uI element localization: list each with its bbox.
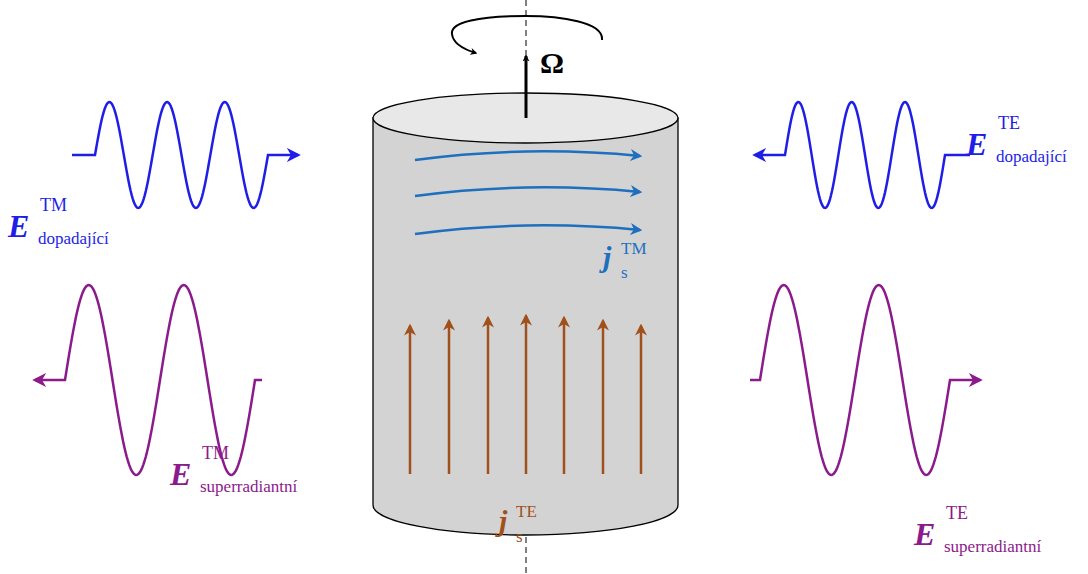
electromagnetic-wave	[750, 285, 980, 475]
surface-current-arrow	[563, 318, 566, 474]
rotation-axis	[526, 0, 527, 118]
omega-symbol: Ω	[540, 48, 564, 78]
surface-current-arrow	[640, 326, 643, 474]
surface-current-arrow	[525, 316, 528, 474]
superscript: TM	[40, 196, 67, 214]
surface-current-arrows	[410, 316, 641, 474]
field-symbol: E	[966, 128, 987, 160]
electromagnetic-wave	[72, 102, 298, 208]
subscript: s	[516, 528, 523, 545]
superscript: TE	[516, 503, 537, 520]
surface-current-arrow	[602, 321, 605, 474]
current-symbol: j	[603, 242, 611, 272]
surface-current-arrow	[415, 187, 640, 196]
waves	[35, 102, 980, 475]
rotation-arrow	[452, 16, 602, 53]
subscript: dopadající	[38, 230, 109, 247]
subscript: superradiantní	[200, 478, 297, 495]
surface-current-arrow	[448, 321, 451, 474]
electromagnetic-wave	[755, 102, 970, 208]
subscript: superradiantní	[944, 538, 1041, 555]
subscript: s	[621, 264, 628, 281]
cylinder-body	[373, 118, 678, 535]
surface-current-arrow	[487, 318, 490, 474]
angular-velocity-arrow	[525, 56, 528, 118]
superscript: TE	[998, 114, 1020, 132]
electromagnetic-wave	[35, 285, 262, 475]
surface-current-arrow	[415, 151, 640, 160]
field-symbol: E	[8, 210, 29, 242]
surface-current-arrow	[415, 225, 640, 234]
subscript: dopadající	[996, 148, 1067, 165]
current-symbol: j	[499, 506, 507, 536]
superscript: TM	[621, 240, 647, 257]
field-symbol: E	[914, 518, 935, 550]
rotation-axis	[526, 537, 527, 574]
superscript: TE	[946, 504, 968, 522]
surface-current-arrow	[409, 326, 412, 474]
field-symbol: E	[170, 458, 191, 490]
superscript: TM	[202, 444, 229, 462]
